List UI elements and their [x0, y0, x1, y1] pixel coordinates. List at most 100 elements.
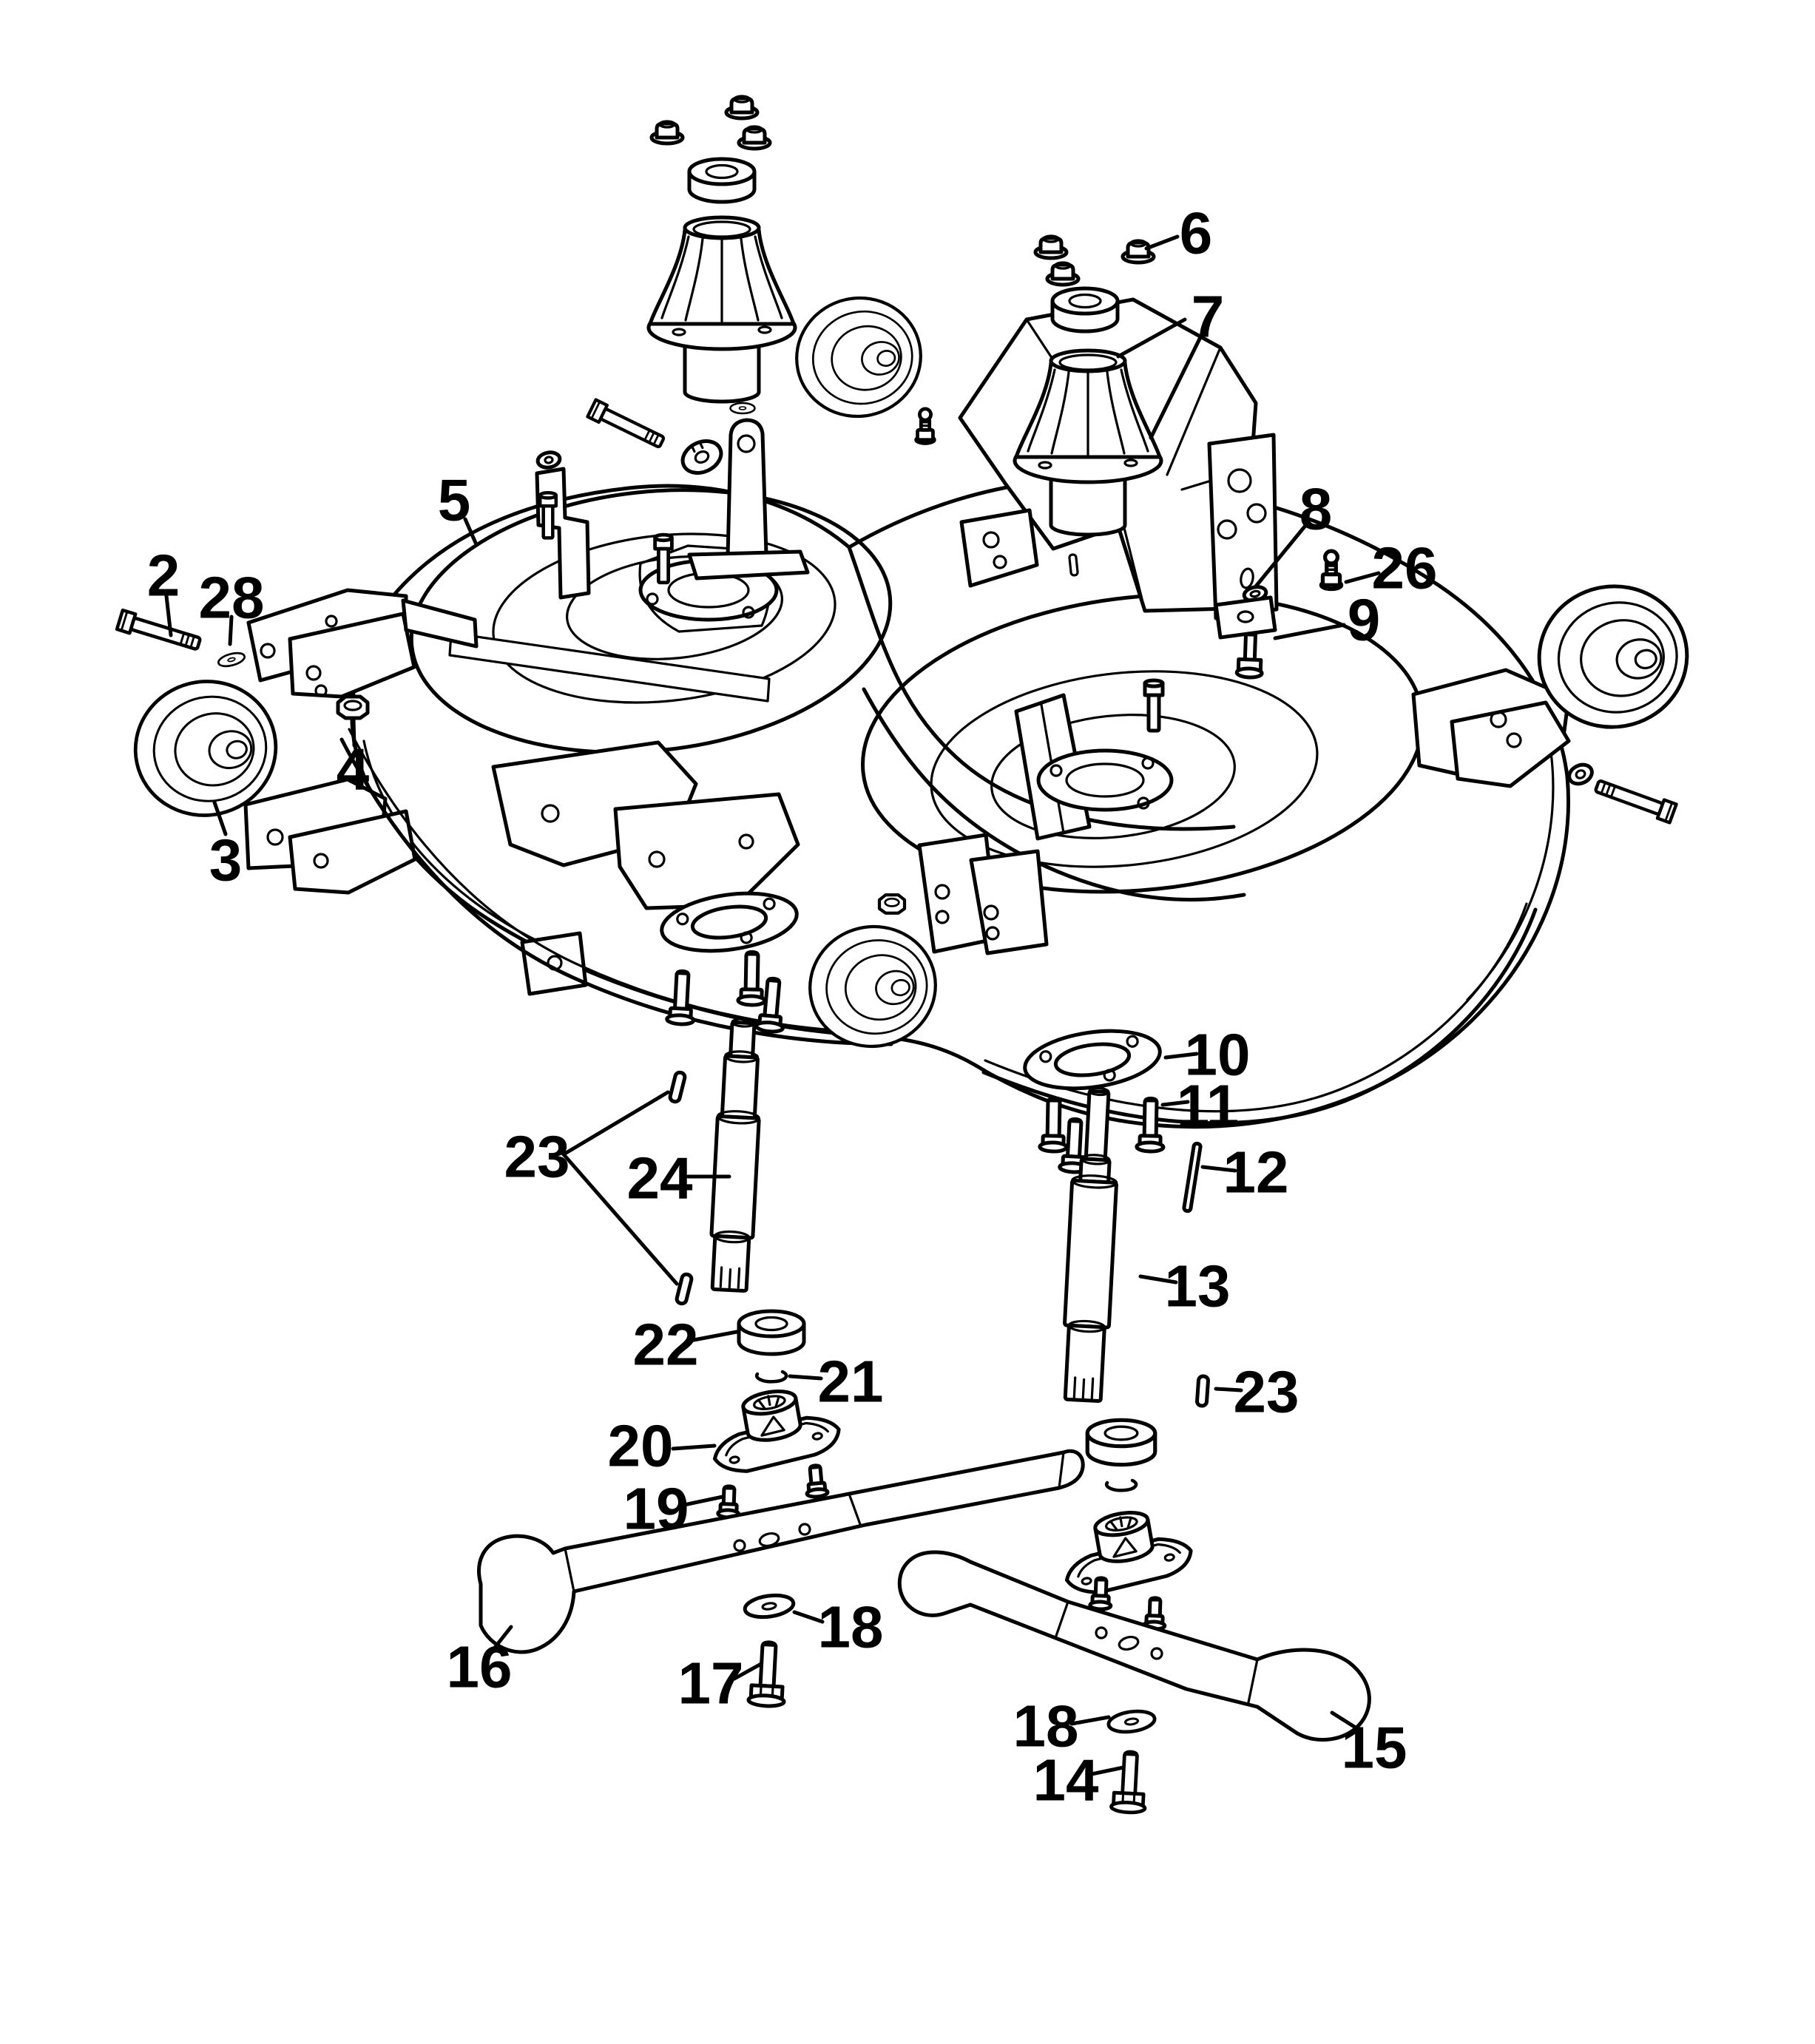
callout-leader-11 — [1160, 1100, 1190, 1107]
part-number-5: 5 — [438, 467, 471, 533]
part-number-21: 21 — [818, 1349, 884, 1415]
blade-holder — [1057, 1503, 1195, 1597]
grease-fitting-left — [916, 409, 935, 444]
callout-leader-18 — [1069, 1715, 1111, 1726]
deck-top-bolt — [587, 400, 666, 451]
callout-leader-10 — [1163, 1052, 1199, 1060]
nut-6 — [1123, 240, 1154, 263]
callout-leader-26 — [1344, 571, 1381, 584]
part-number-20: 20 — [608, 1413, 674, 1479]
part-number-12: 12 — [1223, 1140, 1289, 1205]
deck-bolt — [1145, 680, 1163, 731]
bearing — [1087, 1420, 1155, 1464]
spindle-housing — [649, 217, 795, 402]
snap-ring — [1106, 1480, 1136, 1490]
bolt-9 — [1234, 632, 1264, 680]
key-12 — [1182, 1141, 1203, 1214]
shaft-13 — [1063, 1086, 1118, 1404]
blades — [477, 1449, 1371, 1742]
rear-right-brackets — [1411, 668, 1677, 822]
hanger-strap — [535, 450, 591, 600]
part-number-3: 3 — [209, 828, 243, 893]
left-shaft-exploded — [658, 886, 843, 1708]
part-number-23: 23 — [1234, 1359, 1299, 1425]
deck-body — [243, 297, 1677, 1129]
callout-leader-23 — [561, 1090, 670, 1157]
callout-leader-7 — [1149, 332, 1204, 440]
callout-leader-18 — [792, 1610, 825, 1624]
stud — [805, 1464, 828, 1498]
bolt-2 — [117, 610, 202, 653]
wheel-top — [785, 286, 932, 427]
callout-leader-2 — [164, 594, 173, 637]
left-hanger-brackets — [246, 588, 479, 699]
part-number-17: 17 — [678, 1651, 744, 1716]
spacer-bearing — [689, 159, 754, 202]
washer-18 — [743, 1593, 794, 1620]
rail-nut — [879, 895, 905, 913]
callout-leader-17 — [732, 1662, 763, 1681]
part-number-26: 26 — [1372, 535, 1438, 601]
key-23 — [1197, 1376, 1209, 1407]
part-number-28: 28 — [199, 565, 265, 631]
slotted-washer — [680, 439, 723, 475]
front-left-brackets — [243, 777, 417, 895]
part-number-14: 14 — [1033, 1747, 1099, 1813]
callout-leader-21 — [788, 1374, 823, 1381]
callout-leader-23 — [561, 1152, 679, 1286]
callout-leader-6 — [1144, 234, 1180, 251]
bolt-14 — [1111, 1750, 1148, 1813]
part-number-4: 4 — [337, 737, 370, 802]
callout-leader-19 — [682, 1495, 725, 1507]
callout-leader-15 — [1330, 1710, 1362, 1733]
callout-leader-20 — [671, 1444, 717, 1451]
nut-4 — [338, 697, 368, 718]
stud-19 — [718, 1486, 740, 1518]
part-number-11: 11 — [1177, 1073, 1240, 1139]
washer-28 — [216, 649, 247, 670]
callout-leader-5 — [463, 517, 478, 545]
bearing-22 — [739, 1311, 804, 1354]
deck-bolt — [655, 535, 672, 583]
callout-leader-23 — [1214, 1387, 1243, 1392]
key-23 — [676, 1273, 692, 1304]
part-number-19: 19 — [623, 1476, 689, 1542]
part-number-8: 8 — [1299, 476, 1333, 542]
snap-ring-21 — [757, 1372, 786, 1381]
flange-nut — [1035, 236, 1067, 258]
part-number-9: 9 — [1348, 587, 1381, 653]
blade-15 — [897, 1550, 1371, 1742]
shaft-24 — [709, 1018, 761, 1293]
part-number-16: 16 — [447, 1634, 513, 1700]
part-number-7: 7 — [1192, 284, 1225, 350]
bottom-right-brackets — [917, 833, 1049, 955]
part-number-22: 22 — [633, 1312, 699, 1378]
right-shaft-exploded — [1021, 1023, 1209, 1813]
part-number-15: 15 — [1342, 1715, 1407, 1781]
callout-leader-22 — [692, 1330, 739, 1342]
washer-18 — [1107, 1708, 1156, 1734]
front-center-brackets — [491, 740, 800, 996]
part-number-10: 10 — [1185, 1022, 1251, 1088]
callout-leader-12 — [1200, 1165, 1237, 1173]
callout-leader-7 — [1116, 317, 1187, 359]
callout-leader-9 — [1273, 623, 1346, 640]
key-23 — [669, 1072, 686, 1103]
callout-leader-16 — [487, 1625, 513, 1657]
callout-leader-28 — [228, 615, 234, 646]
part-number-18: 18 — [818, 1594, 884, 1660]
center-bracket — [687, 418, 810, 581]
right-deck-flange — [1014, 680, 1174, 841]
part-number-24: 24 — [627, 1145, 693, 1211]
deck-channel-upper — [847, 545, 1236, 831]
callout-leader-14 — [1089, 1765, 1126, 1776]
callout-leader-8 — [1253, 524, 1307, 589]
deck-tab — [1214, 595, 1277, 640]
part-number-2: 2 — [147, 543, 180, 609]
blade-16 — [477, 1449, 1085, 1654]
part-number-6: 6 — [1180, 200, 1213, 266]
part-number-18: 18 — [1013, 1693, 1079, 1759]
